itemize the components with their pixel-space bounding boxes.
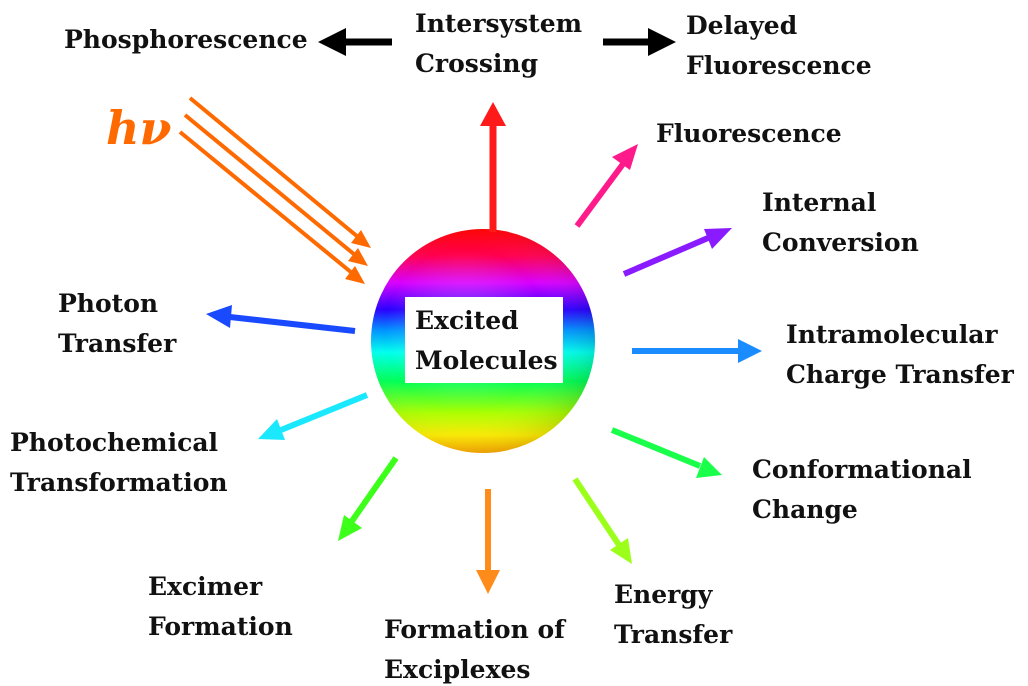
arrow-to-fluorescence bbox=[574, 144, 638, 228]
excitation-ray-head bbox=[351, 230, 371, 248]
label-formation-of-exciplexes: Formation of Exciplexes bbox=[384, 610, 565, 686]
label-line: Transformation bbox=[10, 468, 228, 497]
label-line: Transfer bbox=[58, 329, 177, 358]
label-intramolecular-charge-transfer: Intramolecular Charge Transfer bbox=[786, 315, 1014, 395]
arrow-to-excimer-formation bbox=[338, 456, 399, 541]
center-label-box: Excited Molecules bbox=[405, 297, 563, 383]
label-fluorescence: Fluorescence bbox=[656, 114, 842, 154]
label-line: Phosphorescence bbox=[64, 25, 308, 54]
label-line: Excimer bbox=[148, 572, 263, 601]
label-line: Fluorescence bbox=[656, 119, 842, 148]
label-line: Formation of bbox=[384, 615, 565, 644]
excitation-ray-line bbox=[188, 96, 360, 239]
label-line: Transfer bbox=[614, 620, 733, 649]
label-line: Fluorescence bbox=[686, 51, 872, 80]
label-line: Formation bbox=[148, 612, 293, 641]
label-line: Conversion bbox=[762, 228, 919, 257]
excitation-ray-line bbox=[183, 113, 357, 257]
label-line: Conformational bbox=[752, 455, 972, 484]
arrow-to-intramolecular-charge-transfer bbox=[632, 339, 762, 363]
arrow-to-internal-conversion bbox=[622, 228, 732, 277]
label-delayed-fluorescence: Delayed Fluorescence bbox=[686, 6, 872, 86]
label-line: Intramolecular bbox=[786, 320, 998, 349]
arrow-to-conformational-change bbox=[610, 427, 722, 478]
arrow-to-photon-transfer bbox=[206, 305, 356, 334]
label-excimer-formation: Excimer Formation bbox=[148, 567, 293, 647]
label-photon-transfer: Photon Transfer bbox=[58, 284, 176, 364]
arrow-to-photochemical-transformation bbox=[258, 392, 369, 440]
label-line: Intersystem bbox=[415, 9, 583, 38]
arrow-to-intersystem-crossing bbox=[480, 102, 506, 232]
center-label-line: Molecules bbox=[415, 346, 558, 375]
label-line: Energy bbox=[614, 580, 713, 609]
label-line: Internal bbox=[762, 188, 877, 217]
label-line: Crossing bbox=[415, 49, 539, 78]
excitation-ray-line bbox=[178, 130, 354, 275]
label-energy-transfer: Energy Transfer bbox=[614, 575, 732, 655]
arrow-to-energy-transfer bbox=[572, 477, 632, 564]
label-photochemical-transformation: Photochemical Transformation bbox=[10, 423, 228, 503]
arrow-to-delayed-fluorescence bbox=[603, 28, 676, 56]
label-line: Photon bbox=[58, 289, 159, 318]
label-line: Change bbox=[752, 495, 858, 524]
arrow-to-formation-of-exciplexes bbox=[476, 489, 500, 594]
hv-excitation-label: hν bbox=[106, 101, 172, 155]
excitation-ray-head bbox=[345, 266, 365, 284]
label-conformational-change: Conformational Change bbox=[752, 450, 972, 530]
excitation-ray bbox=[188, 96, 371, 248]
excitation-ray-head bbox=[348, 248, 368, 266]
label-internal-conversion: Internal Conversion bbox=[762, 183, 919, 263]
label-line: Delayed bbox=[686, 11, 798, 40]
label-line: Photochemical bbox=[10, 428, 219, 457]
label-line: Charge Transfer bbox=[786, 360, 1014, 389]
label-line: Exciplexes bbox=[384, 655, 531, 684]
excitation-rays bbox=[178, 96, 371, 284]
excitation-ray bbox=[178, 130, 365, 284]
center-label-line: Excited bbox=[415, 306, 519, 335]
label-phosphorescence: Phosphorescence bbox=[64, 20, 308, 60]
center-label: Excited Molecules bbox=[415, 301, 563, 381]
label-intersystem-crossing: Intersystem Crossing bbox=[415, 4, 582, 84]
arrow-to-phosphorescence bbox=[318, 28, 392, 56]
excitation-ray bbox=[183, 113, 368, 266]
